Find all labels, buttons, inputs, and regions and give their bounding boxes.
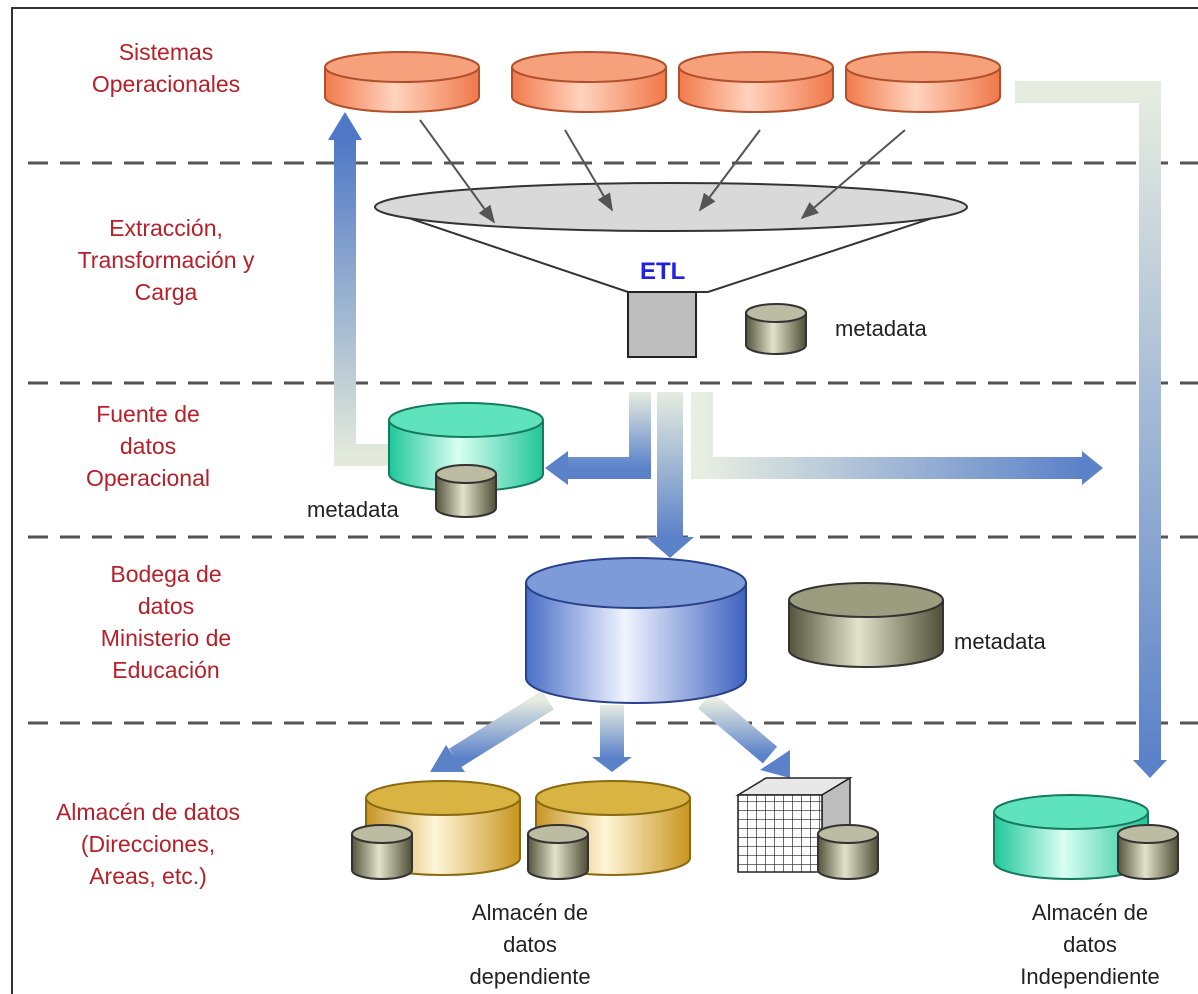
independent-mart-metadata-db <box>1117 824 1179 880</box>
dependent-mart-db-2 <box>535 780 691 876</box>
etl-metadata-label: metadata <box>835 316 927 341</box>
source-db-1 <box>324 51 480 113</box>
source-db-2 <box>511 51 667 113</box>
flow-arrow-ods-to-sources <box>328 112 388 466</box>
etl-metadata-db <box>745 303 807 355</box>
source-to-etl-arrows <box>419 119 906 224</box>
etl-label: ETL <box>640 258 686 285</box>
dependent-mart-2-metadata-db <box>527 824 589 880</box>
warehouse-metadata-db <box>788 582 944 668</box>
flow-arrow-etl-to-warehouse <box>646 392 694 558</box>
ods-metadata-label: metadata <box>307 497 399 522</box>
ods-db <box>388 402 544 492</box>
flow-arrow-warehouse-to-mart-2 <box>592 705 632 772</box>
flow-arrow-warehouse-to-mart-1 <box>430 690 554 772</box>
flow-arrow-etl-to-ods <box>545 392 651 485</box>
source-db-3 <box>678 51 834 113</box>
dependent-mart-1-metadata-db <box>351 824 413 880</box>
independent-mart-caption: Almacén de datos Independiente <box>1020 900 1160 989</box>
independent-mart-db <box>993 794 1149 880</box>
layer-label-marts: Almacén de datos (Direcciones, Areas, et… <box>55 799 241 889</box>
flow-arrow-warehouse-to-cube <box>697 691 790 778</box>
flow-arrow-etl-to-right <box>691 392 1103 485</box>
layer-label-warehouse: Bodega de datos Ministerio de Educación <box>100 561 232 683</box>
layer-label-etl: Extracción, Transformación y Carga <box>77 215 255 305</box>
layer-label-sources: Sistemas Operacionales <box>91 39 241 97</box>
source-db-4 <box>845 51 1001 113</box>
etl-funnel <box>374 182 968 358</box>
ods-metadata-db <box>435 464 497 518</box>
cube-metadata-db <box>817 824 879 880</box>
layer-label-ods: Fuente de datos Operacional <box>85 401 211 491</box>
diagram-frame <box>11 7 1198 994</box>
flow-arrow-sources-to-independent-mart <box>1015 81 1167 778</box>
etl-box <box>627 291 697 358</box>
warehouse-metadata-label: metadata <box>954 629 1046 654</box>
dependent-mart-caption: Almacén de datos dependiente <box>469 900 591 989</box>
warehouse-db <box>525 557 747 704</box>
